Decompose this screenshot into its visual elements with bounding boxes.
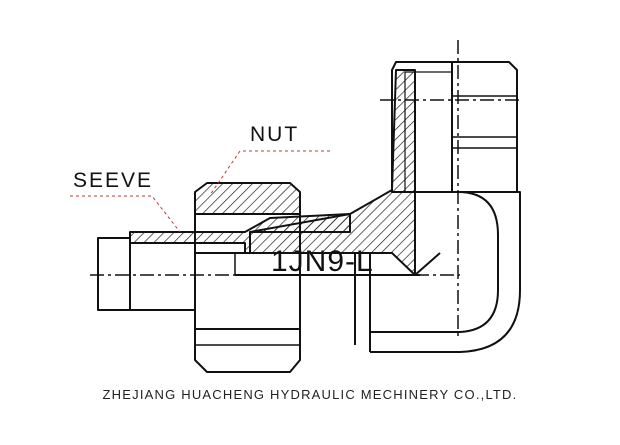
- seeve-label: SEEVE: [73, 169, 154, 192]
- port-thread: [451, 61, 518, 193]
- seeve-leader: [70, 195, 181, 233]
- nut-bottom: [194, 329, 301, 373]
- company-footer: ZHEJIANG HUACHENG HYDRAULIC MECHINERY CO…: [102, 387, 518, 402]
- centre-lines: [90, 40, 520, 340]
- nut-label: NUT: [250, 123, 300, 146]
- model-label: 1JN9-L: [271, 245, 374, 278]
- nut-leader: [209, 150, 330, 196]
- nut-top-section: [194, 182, 301, 215]
